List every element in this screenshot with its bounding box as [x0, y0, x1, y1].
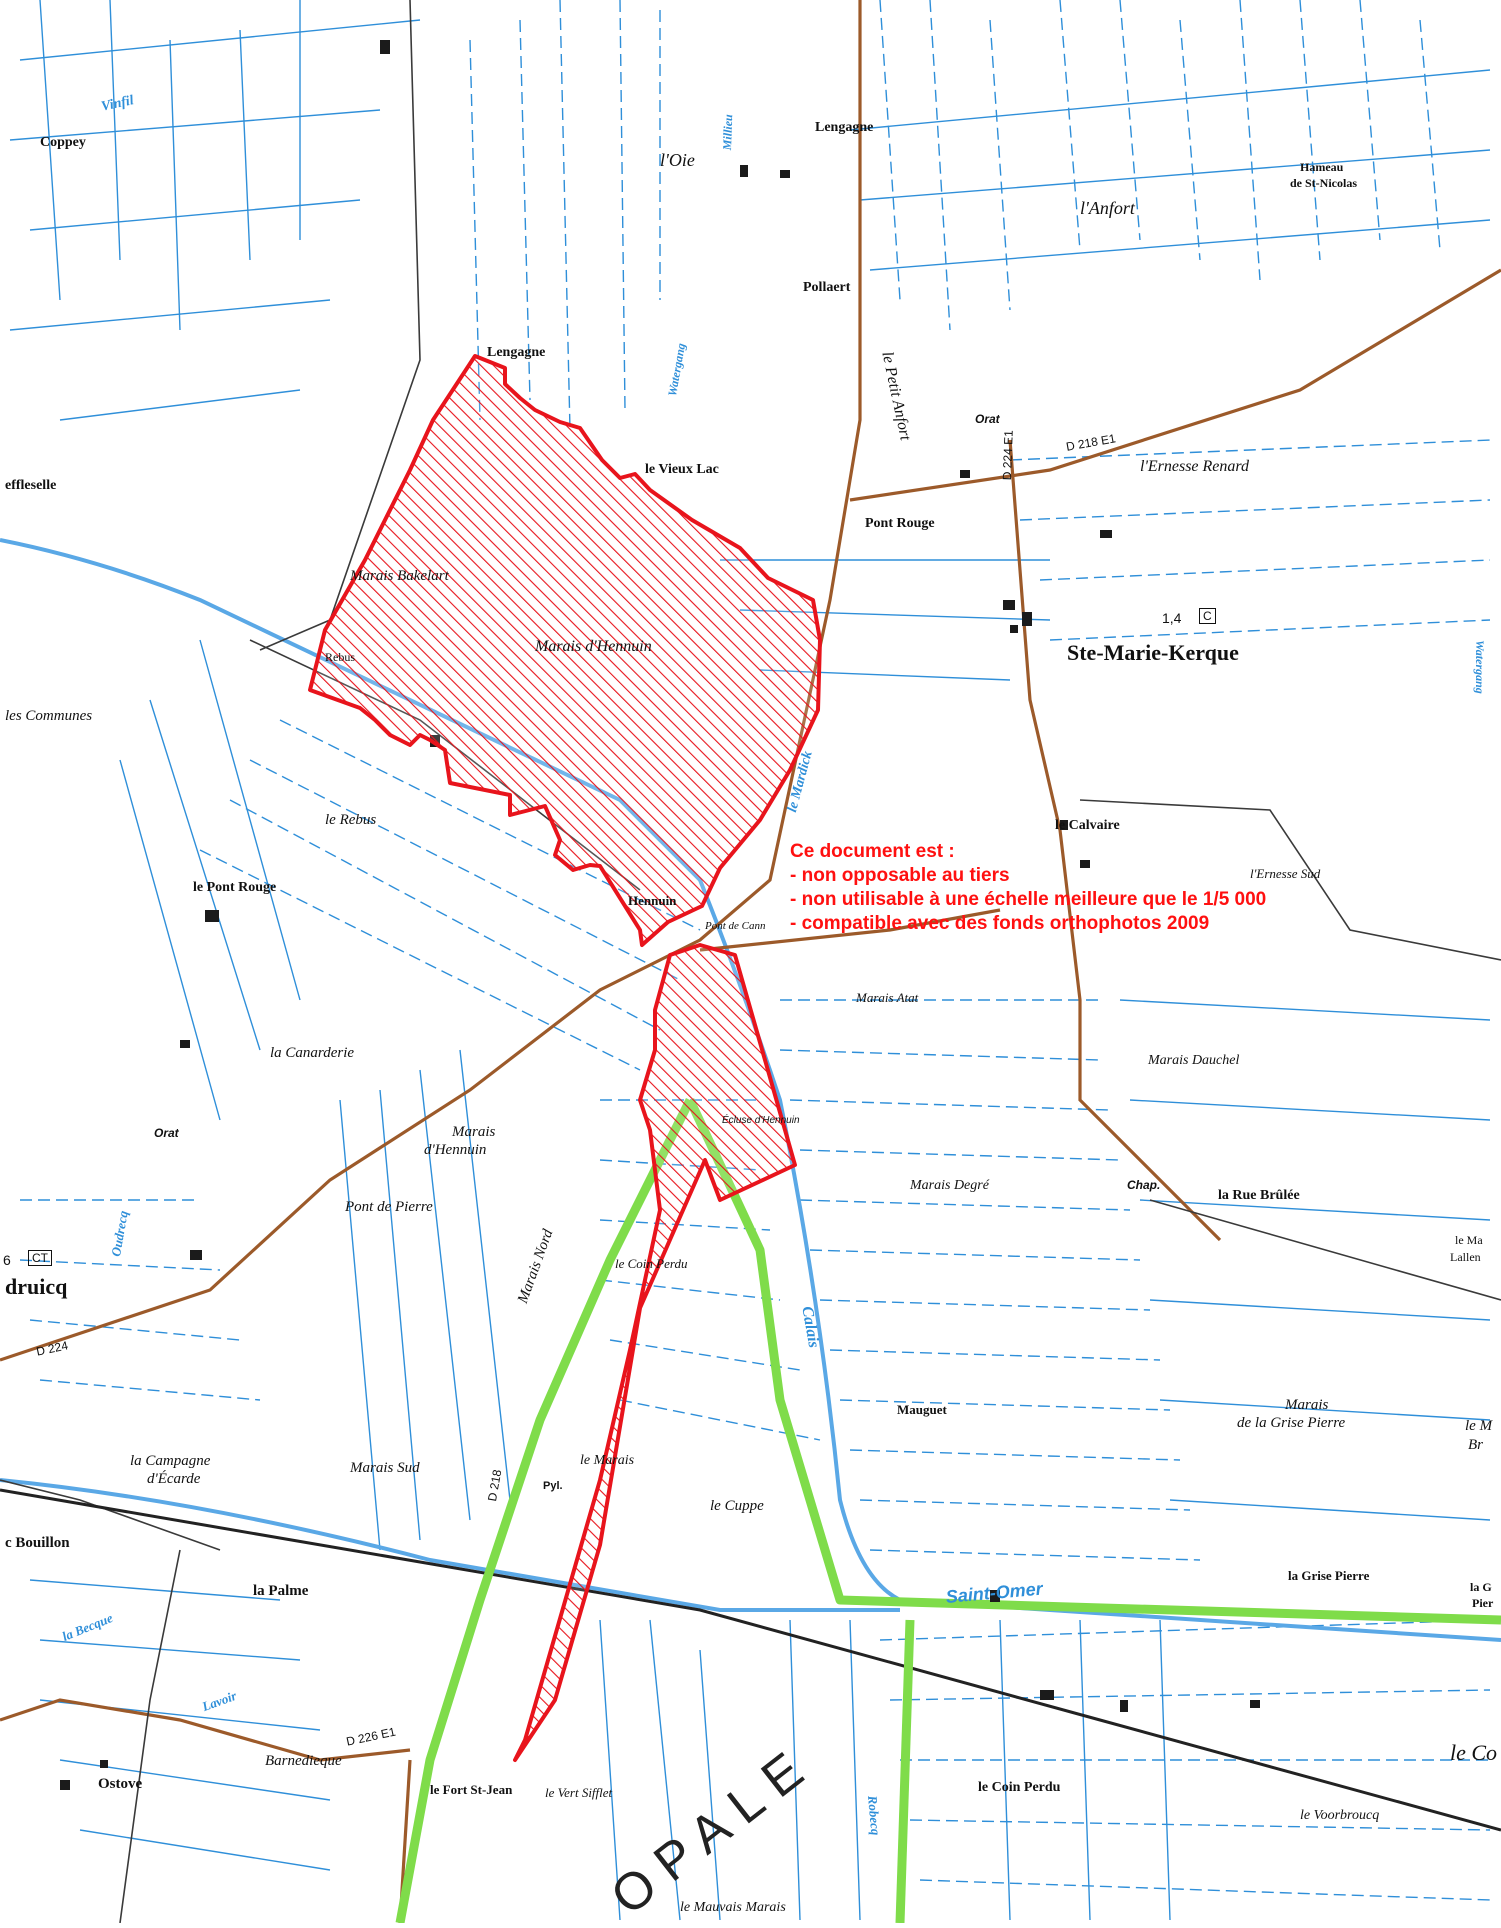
place-rebus-n: Rebus	[325, 650, 355, 664]
disclaimer-line-3: - compatible avec des fonds orthophotos …	[790, 913, 1210, 934]
place-le-coin-perdu-s: le Coin Perdu	[978, 1780, 1061, 1795]
place-le-cuppe: le Cuppe	[710, 1498, 764, 1514]
disclaimer-line-2: - non utilisable à une échelle meilleure…	[790, 889, 1267, 910]
place-orat-w: Orat	[154, 1126, 179, 1140]
place-c-bouillon: c Bouillon	[5, 1535, 70, 1551]
place-pyl: Pyl.	[543, 1480, 563, 1492]
road-d224e1: D 224 E1	[1000, 429, 1016, 481]
place-lengagne: Lengagne	[487, 345, 546, 360]
place-le-ma: le Ma	[1455, 1233, 1483, 1247]
place-le-vieux-lac: le Vieux Lac	[645, 462, 719, 477]
place-le-marais: le Marais	[580, 1453, 635, 1468]
place-druicq: druicq	[5, 1274, 68, 1299]
study-zone	[308, 354, 822, 1762]
place-dhennuin-sw: d'Hennuin	[424, 1142, 487, 1158]
place-le-mauvais-marais: le Mauvais Marais	[680, 1900, 786, 1915]
place-lernesse-sud: l'Ernesse Sud	[1250, 866, 1321, 881]
commune-boundary	[395, 1097, 1501, 1924]
place-pont-de-pierre: Pont de Pierre	[345, 1199, 433, 1215]
waterway-robecq: Robecq	[865, 1795, 884, 1836]
place-hennuin: Hennuin	[628, 893, 677, 908]
place-marais-bakelart: Marais Bakelart	[350, 568, 449, 584]
place-le-pont-rouge: le Pont Rouge	[193, 880, 277, 895]
place-la-campagne: la Campagne	[130, 1453, 211, 1469]
place-lanfort: l'Anfort	[1080, 198, 1135, 218]
place-marais-sw: Marais	[452, 1124, 496, 1140]
place-hameau: Hameau	[1300, 160, 1344, 174]
ct-height: 6	[3, 1252, 11, 1268]
place-marais-degre: Marais Degré	[910, 1178, 989, 1193]
place-effleselle: effleselle	[5, 478, 57, 493]
place-la-rue-brulee: la Rue Brûlée	[1218, 1188, 1300, 1203]
c-box: C	[1199, 608, 1216, 624]
place-le-m-br1: le M	[1465, 1418, 1493, 1434]
place-coppey: Coppey	[40, 135, 86, 150]
map-disclaimer: Ce document est : - non opposable au tie…	[790, 840, 1490, 936]
place-loie: l'Oie	[660, 150, 695, 170]
disclaimer-line-1: - non opposable au tiers	[790, 865, 1010, 886]
place-le-m-br2: Br	[1468, 1437, 1483, 1453]
place-pollaert: Pollaert	[803, 280, 851, 295]
place-le-rebus: le Rebus	[325, 812, 377, 828]
waterway-milleu: Millieu	[720, 114, 736, 151]
place-le-fort-st-jean: le Fort St-Jean	[430, 1782, 513, 1797]
place-marais-gp1: Marais	[1285, 1397, 1329, 1413]
place-lernesse-renard: l'Ernesse Renard	[1140, 458, 1250, 475]
disclaimer-title: Ce document est :	[790, 841, 955, 862]
place-mauguet: Mauguet	[897, 1402, 947, 1417]
ct-box: CT	[28, 1250, 52, 1266]
place-orat-e: Orat	[975, 412, 1000, 426]
place-st-nicolas: de St-Nicolas	[1290, 176, 1357, 190]
place-marais-hennuin: Marais d'Hennuin	[535, 638, 652, 655]
place-ecluse-hennuin: Écluse d'Hennuin	[722, 1115, 800, 1126]
canals	[0, 538, 1501, 1642]
place-pont-de-cann: Pont de Cann	[705, 920, 766, 932]
place-le-vert-sifflet: le Vert Sifflet	[545, 1785, 613, 1800]
place-la-g1: la G	[1470, 1580, 1492, 1594]
place-la-grise-pierre: la Grise Pierre	[1288, 1568, 1370, 1583]
place-marais-sud: Marais Sud	[350, 1460, 420, 1476]
place-la-canarderie: la Canarderie	[270, 1045, 355, 1061]
place-chap: Chap.	[1127, 1178, 1161, 1192]
buildings	[60, 40, 1260, 1790]
railway	[0, 1488, 1501, 1832]
place-ste-marie-kerque: Ste-Marie-Kerque	[1067, 640, 1239, 665]
place-le-voorbroucq: le Voorbroucq	[1300, 1808, 1380, 1823]
place-les-communes: les Communes	[5, 708, 93, 724]
place-pont-rouge-e: Pont Rouge	[865, 516, 935, 531]
place-decarde: d'Écarde	[147, 1471, 201, 1487]
place-marais-gp2: de la Grise Pierre	[1237, 1415, 1346, 1431]
place-la-palme: la Palme	[253, 1583, 309, 1599]
place-marais-atat: Marais Atat	[856, 990, 919, 1005]
place-la-g2: Pier	[1472, 1596, 1494, 1610]
place-le-calvaire: le Calvaire	[1055, 818, 1120, 833]
place-lengagne-top: Lengagne	[815, 120, 874, 135]
study-zone-south	[513, 943, 797, 1762]
place-le-coin-perdu-n: le Coin Perdu	[615, 1256, 688, 1271]
waterway-watergang-e: Watergang	[1473, 640, 1487, 694]
drainage-ditches	[9, 0, 1491, 1921]
place-le-co: le Co	[1450, 1740, 1498, 1765]
place-ostove: Ostove	[98, 1776, 143, 1792]
spot-height: 1,4	[1162, 610, 1182, 626]
place-marais-dauchel: Marais Dauchel	[1148, 1053, 1240, 1068]
place-lallen: Lallen	[1450, 1250, 1481, 1264]
study-zone-north	[308, 354, 822, 947]
place-barnedieque: Barnedieque	[265, 1753, 342, 1769]
